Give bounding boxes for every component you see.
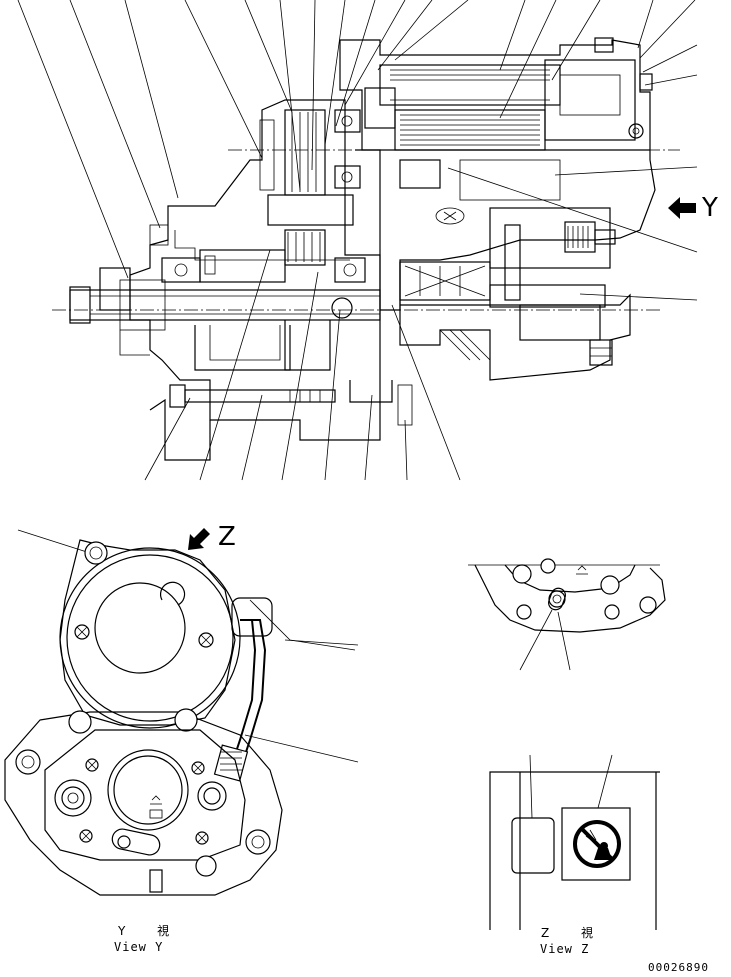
view-y-drawing [4, 529, 359, 896]
view-y-title-jp: Y 視 [118, 924, 184, 938]
bold-arrow-icon [668, 197, 696, 219]
view-z-label-detail [489, 754, 660, 930]
view-y-title-en: View Y [114, 940, 164, 954]
starter-cross-section [17, 0, 698, 481]
bold-arrow-icon [188, 528, 210, 550]
view-z-detail [468, 558, 666, 671]
view-z-arrow-letter: Z [218, 522, 236, 552]
view-y-arrow-letter: Y [702, 193, 718, 223]
view-z-title-en: View Z [540, 942, 590, 956]
no-spray-prohibition-icon [573, 820, 621, 868]
view-z-title-jp: Z 視 [541, 926, 608, 940]
drawing-number: 00026890 [648, 961, 709, 974]
leader-lines-top [17, 0, 698, 481]
